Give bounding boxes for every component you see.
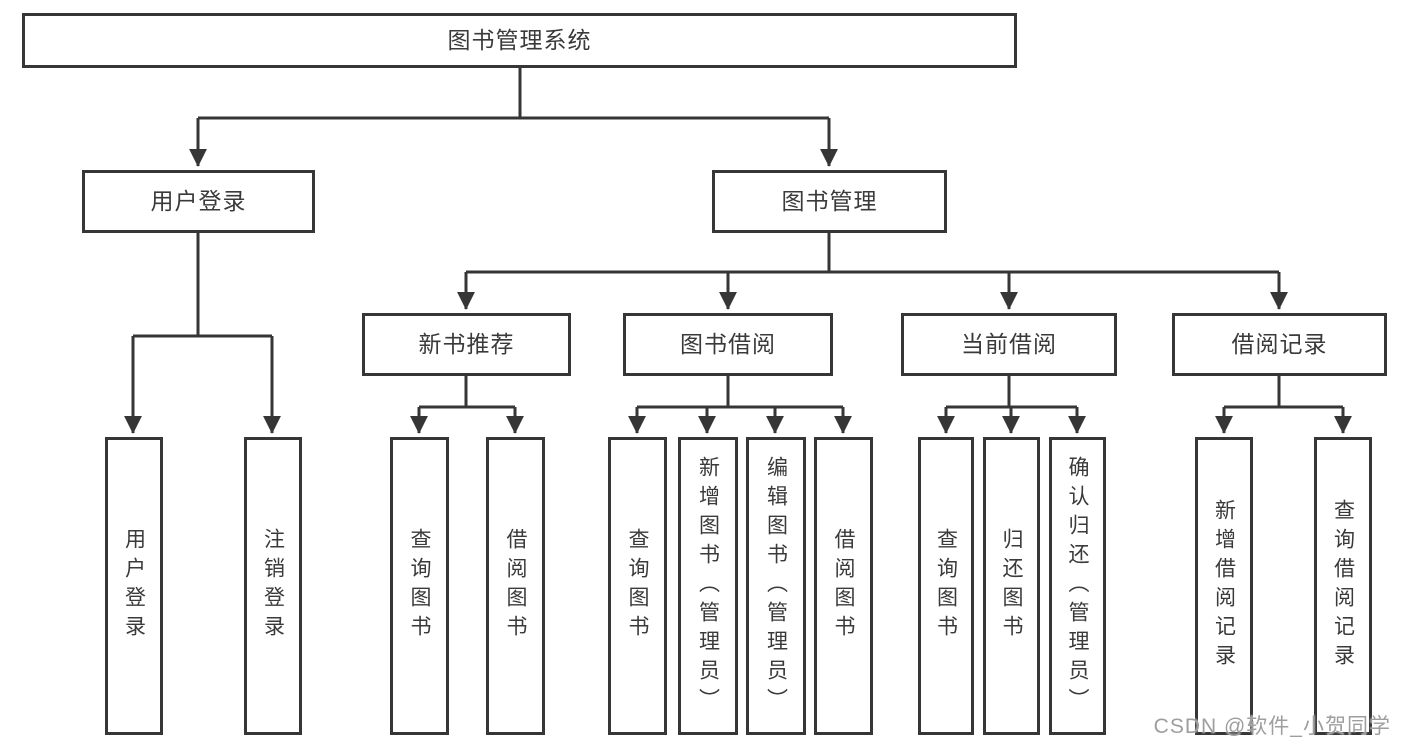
node-new-book-recommend: 新书推荐 — [362, 313, 571, 376]
leaf-rec-query-books-label: 查询图书 — [408, 528, 431, 644]
leaf-record-add-label: 新增借阅记录 — [1212, 499, 1236, 673]
leaf-user-login: 用户登录 — [105, 437, 163, 735]
leaf-current-return-books-label: 归还图书 — [1000, 528, 1023, 644]
connector-book-borrow-trunk — [637, 376, 843, 409]
connector-book-mgmt-trunk — [466, 233, 1279, 274]
leaf-current-confirm-return-admin-label: 确认归还（管理员） — [1066, 455, 1089, 717]
leaf-rec-query-books: 查询图书 — [390, 437, 449, 735]
node-new-book-recommend-label: 新书推荐 — [418, 331, 515, 357]
leaf-record-query: 查询借阅记录 — [1314, 437, 1372, 735]
node-book-borrow-label: 图书借阅 — [680, 331, 776, 357]
leaf-borrow-add-books-admin-label: 新增图书（管理员） — [696, 455, 720, 717]
connector-new-book-rec-trunk — [419, 376, 515, 409]
node-current-borrow: 当前借阅 — [901, 313, 1117, 376]
leaf-borrow-add-books-admin: 新增图书（管理员） — [678, 437, 738, 735]
leaf-borrow-edit-books-admin-label: 编辑图书（管理员） — [764, 455, 788, 717]
connector-borrow-record-trunk — [1224, 376, 1343, 409]
leaf-borrow-query-books: 查询图书 — [608, 437, 667, 735]
leaf-user-login-label: 用户登录 — [122, 528, 146, 644]
csdn-watermark: CSDN @软件_小贺同学 — [1153, 715, 1391, 738]
leaf-borrow-borrow-books: 借阅图书 — [814, 437, 873, 735]
leaf-logout: 注销登录 — [244, 437, 302, 735]
leaf-rec-borrow-books-label: 借阅图书 — [504, 528, 527, 644]
node-book-management: 图书管理 — [712, 170, 947, 233]
node-root-label: 图书管理系统 — [447, 27, 592, 53]
leaf-current-query-books-label: 查询图书 — [934, 528, 958, 644]
node-book-borrow: 图书借阅 — [623, 313, 833, 376]
leaf-logout-label: 注销登录 — [261, 528, 285, 644]
leaf-current-return-books: 归还图书 — [983, 437, 1040, 735]
node-user-login-label: 用户登录 — [150, 188, 247, 214]
leaf-borrow-query-books-label: 查询图书 — [626, 528, 649, 644]
connector-root-trunk — [198, 68, 829, 120]
leaf-rec-borrow-books: 借阅图书 — [486, 437, 545, 735]
node-borrow-record: 借阅记录 — [1172, 313, 1387, 376]
node-current-borrow-label: 当前借阅 — [961, 331, 1057, 357]
leaf-record-query-label: 查询借阅记录 — [1331, 499, 1355, 673]
leaf-borrow-borrow-books-label: 借阅图书 — [832, 528, 855, 644]
node-root: 图书管理系统 — [22, 13, 1017, 68]
node-book-management-label: 图书管理 — [781, 188, 878, 214]
connector-user-login-trunk — [133, 233, 272, 338]
connector-current-borrow-trunk — [946, 376, 1077, 409]
leaf-current-confirm-return-admin: 确认归还（管理员） — [1049, 437, 1106, 735]
node-borrow-record-label: 借阅记录 — [1231, 331, 1328, 357]
leaf-current-query-books: 查询图书 — [918, 437, 974, 735]
leaf-borrow-edit-books-admin: 编辑图书（管理员） — [746, 437, 806, 735]
node-user-login: 用户登录 — [82, 170, 315, 233]
leaf-record-add: 新增借阅记录 — [1195, 437, 1253, 735]
